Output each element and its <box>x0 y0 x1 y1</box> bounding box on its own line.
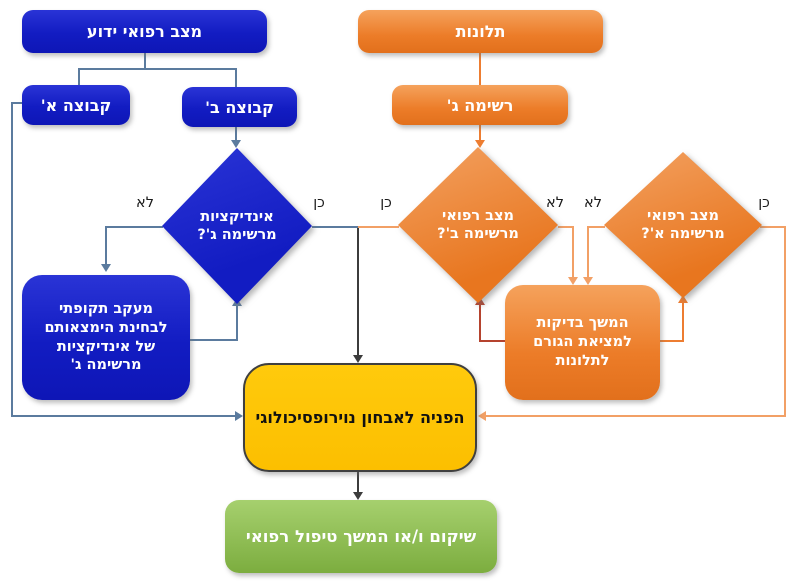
followup-line-1: מעקב תקופתי <box>59 300 153 317</box>
node-list-c-label: רשימה ג' <box>446 95 514 115</box>
tests-line-1: המשך בדיקות <box>536 315 629 332</box>
node-state-list-a-diamond: מצב רפואי מרשימה א'? <box>604 152 762 298</box>
edge-label-list-b-yes: כן <box>380 195 392 211</box>
node-indications-diamond: אינדיקציות מרשימה ג'? <box>162 148 312 304</box>
node-rehab-treatment-label: שיקום ו/או המשך טיפול רפואי <box>245 527 477 546</box>
edge-indications-no-v <box>105 226 107 265</box>
list-b-line-1: מצב רפואי <box>442 207 514 224</box>
node-continue-tests: המשך בדיקות למציאת הגורם לתלונות <box>505 285 660 400</box>
node-neuropsych-referral: הפניה לאבחון נוירופסיכולוגי <box>243 363 477 472</box>
edge-list-a-no-h <box>587 226 605 228</box>
node-complaints: תלונות <box>358 10 603 53</box>
node-known-medical-state: מצב רפואי ידוע <box>22 10 267 53</box>
arrowhead-referral-right <box>478 411 486 421</box>
node-group-b: קבוצה ב' <box>182 87 297 127</box>
edge-merged-yes-to-referral <box>357 228 359 356</box>
edge-followup-loop-v <box>236 306 238 341</box>
arrowhead-diamond-b-top <box>475 140 485 148</box>
edge-split-to-group-b <box>235 68 237 88</box>
edge-indications-yes-h <box>312 226 358 228</box>
node-periodic-followup-text: מעקב תקופתי לבחינת הימצאותם של אינדיקציו… <box>44 300 167 375</box>
edge-list-b-no-v <box>572 226 574 278</box>
list-b-line-2: מרשימה ב'? <box>437 226 519 242</box>
edge-indications-no-h <box>105 226 163 228</box>
edge-tests-loop-left-h <box>479 340 506 342</box>
edge-list-a-yes-h <box>760 226 786 228</box>
node-group-a-label: קבוצה א' <box>40 95 112 115</box>
node-group-a: קבוצה א' <box>22 85 130 125</box>
edge-known-split-bar <box>78 68 237 70</box>
edge-complaints-to-list-c <box>479 53 481 85</box>
tests-line-3: לתלונות <box>555 352 610 369</box>
edge-group-a-out <box>11 102 23 104</box>
indications-line-2: מרשימה ג'? <box>197 227 277 243</box>
edge-group-b-to-indications <box>235 127 237 141</box>
edge-group-a-down <box>11 102 13 417</box>
edge-list-a-yes-down <box>784 226 786 417</box>
node-continue-tests-text: המשך בדיקות למציאת הגורם לתלונות <box>533 314 632 371</box>
edge-label-list-a-yes: כן <box>758 195 770 211</box>
edge-followup-loop-h <box>190 339 238 341</box>
node-periodic-followup: מעקב תקופתי לבחינת הימצאותם של אינדיקציו… <box>22 275 190 400</box>
arrowhead-referral-top <box>353 355 363 363</box>
edge-group-a-to-referral <box>11 415 235 417</box>
arrowhead-followup-top <box>101 264 111 272</box>
node-known-medical-state-label: מצב רפואי ידוע <box>86 22 203 41</box>
followup-line-2: לבחינת הימצאותם <box>44 319 168 336</box>
indications-line-1: אינדיקציות <box>200 208 274 225</box>
edge-tests-loop-left-v <box>479 305 481 342</box>
node-neuropsych-referral-label: הפניה לאבחון נוירופסיכולוגי <box>255 408 465 427</box>
edge-referral-to-rehab <box>357 472 359 493</box>
edge-known-split-stem <box>144 53 146 69</box>
node-group-b-label: קבוצה ב' <box>205 97 274 117</box>
edge-list-b-no-h <box>558 226 574 228</box>
followup-line-3: של אינדיקציות <box>56 338 156 355</box>
tests-line-2: למציאת הגורם <box>533 334 632 351</box>
list-a-line-1: מצב רפואי <box>647 207 719 224</box>
followup-line-4: מרשימה ג' <box>70 357 142 374</box>
edge-split-to-group-a <box>78 68 80 86</box>
arrowhead-tests-top-right <box>583 277 593 285</box>
arrowhead-referral-left <box>235 411 243 421</box>
edge-label-indications-yes: כן <box>313 195 325 211</box>
edge-tests-loop-right-h <box>659 340 684 342</box>
arrowhead-diamond-a-bottom <box>678 295 688 303</box>
edge-tests-loop-right-v <box>682 303 684 342</box>
node-complaints-label: תלונות <box>455 22 506 41</box>
indications-diamond-label: אינדיקציות מרשימה ג'? <box>162 148 312 304</box>
state-list-a-diamond-label: מצב רפואי מרשימה א'? <box>604 152 762 298</box>
edge-list-b-yes-h <box>358 226 399 228</box>
arrowhead-rehab-top <box>353 492 363 500</box>
edge-label-indications-no: לא <box>136 195 154 211</box>
node-list-c: רשימה ג' <box>392 85 568 125</box>
node-state-list-b-diamond: מצב רפואי מרשימה ב'? <box>398 147 558 303</box>
arrowhead-tests-top-left <box>568 277 578 285</box>
edge-list-a-no-v <box>587 226 589 278</box>
arrowhead-indications-top <box>231 140 241 148</box>
list-a-line-2: מרשימה א'? <box>641 226 725 242</box>
edge-list-a-yes-to-referral <box>486 415 786 417</box>
edge-label-list-b-no: לא <box>546 195 564 211</box>
node-rehab-treatment: שיקום ו/או המשך טיפול רפואי <box>225 500 497 573</box>
edge-label-list-a-no: לא <box>584 195 602 211</box>
state-list-b-diamond-label: מצב רפואי מרשימה ב'? <box>398 147 558 303</box>
edge-list-c-to-diamond-b <box>479 125 481 141</box>
